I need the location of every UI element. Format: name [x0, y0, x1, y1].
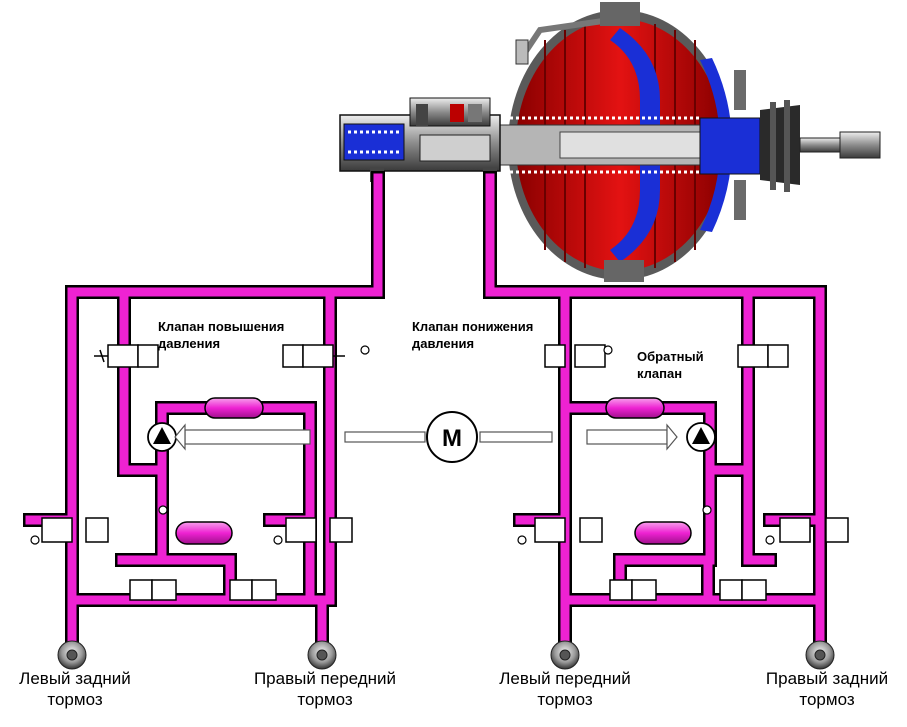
inlet-valve-rear-right: [737, 344, 789, 368]
label-brake-rear-right: Правый задний тормоз: [765, 669, 889, 709]
low-pressure-accumulator-left: [175, 521, 233, 545]
drive-arrow-right: [586, 429, 668, 445]
drive-arrow-left: [184, 429, 311, 445]
control-valve-left-1: [129, 579, 177, 601]
check-valves: [30, 345, 775, 545]
outlet-valve-rear-right: [779, 517, 849, 543]
label-pressure-decrease-valve: Клапан понижения давления: [412, 319, 534, 351]
brake-disc-icon: [307, 640, 337, 670]
brake-discs: [57, 640, 835, 670]
label-pressure-increase-valve: Клапан повышения давления: [158, 319, 285, 351]
label-brake-front-right: Правый передний тормоз: [253, 669, 397, 709]
check-valve-icon: [702, 505, 712, 515]
low-pressure-accumulator-right: [634, 521, 692, 545]
motor-drive: M: [174, 411, 678, 463]
check-valve-icon: [517, 535, 527, 545]
motor-label: M: [442, 425, 462, 452]
motor-icon: [426, 411, 478, 463]
accumulators: [175, 397, 692, 545]
check-valve-icon: [30, 535, 40, 545]
damper-chamber-left: [204, 397, 264, 419]
check-valve-icon: [158, 505, 168, 515]
pump-arrow-icon: [692, 427, 710, 444]
check-valve-icon: [765, 535, 775, 545]
inlet-valve-front-left: [544, 344, 606, 368]
brake-disc-icon: [805, 640, 835, 670]
brake-booster: [339, 2, 881, 282]
check-valve-icon: [603, 345, 613, 355]
outlet-valve-rear-left: [41, 517, 109, 543]
brake-disc-icon: [550, 640, 580, 670]
drive-shaft-right: [479, 431, 553, 443]
outlet-valve-front-left: [534, 517, 603, 543]
control-valve-right-1: [609, 579, 657, 601]
master-cylinder: [339, 97, 501, 182]
pump-right: [686, 422, 716, 452]
control-valve-left-2: [229, 579, 277, 601]
inlet-valve-rear-left: [94, 344, 159, 368]
label-brake-rear-left: Левый задний тормоз: [19, 669, 131, 709]
brake-disc-icon: [57, 640, 87, 670]
damper-chamber-right: [605, 397, 665, 419]
check-valve-icon: [360, 345, 370, 355]
pump-left: [147, 422, 177, 452]
outlet-valve-front-right: [285, 517, 353, 543]
check-valve-icon: [273, 535, 283, 545]
inlet-valve-front-right: [282, 344, 345, 368]
pump-arrow-icon: [153, 427, 171, 444]
control-valve-right-2: [719, 579, 767, 601]
label-check-valve: Обратный клапан: [637, 349, 704, 381]
drive-shaft-left: [344, 431, 426, 443]
solenoid-valves: [41, 344, 849, 601]
label-brake-front-left: Левый передний тормоз: [499, 669, 631, 709]
